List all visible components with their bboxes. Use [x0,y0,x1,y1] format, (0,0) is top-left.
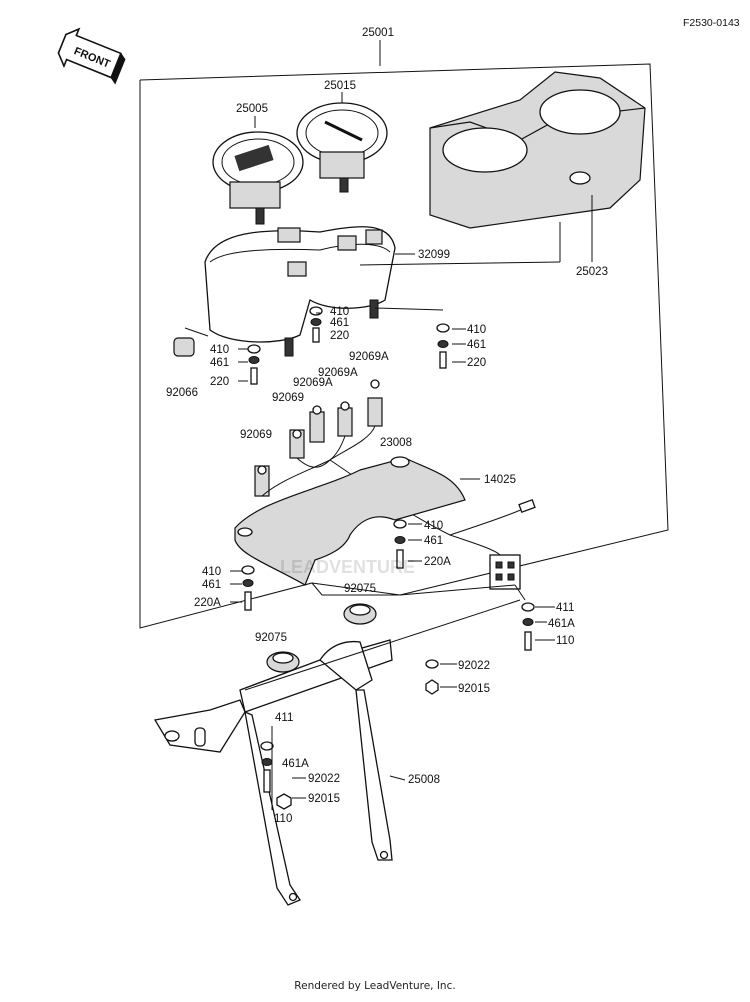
label-92015-right: 92015 [458,683,490,695]
label-92069-lower: 92069 [240,429,272,441]
label-92022-right: 92022 [458,660,490,672]
label-92075-top: 92075 [344,583,376,595]
label-92069A-mid: 92069A [318,367,358,379]
diagram-ref-code: F2530-0143 [683,17,740,29]
label-14025: 14025 [484,474,516,486]
footer-credit: Rendered by LeadVenture, Inc. [294,980,456,992]
label-25005: 25005 [236,103,268,115]
tachometer-25015 [296,94,388,193]
fastener-stack-lower-left [241,565,255,611]
part-labels: 25001 25015 25005 32099 25023 410 461 22… [166,27,608,825]
label-410-upper: 410 [330,306,349,318]
fastener-stack-upper-left [309,306,323,343]
label-461-lower-right: 461 [424,535,443,547]
label-25015: 25015 [324,80,356,92]
label-92066: 92066 [166,387,198,399]
fastener-stack-bracket-right [425,602,535,695]
label-23008: 23008 [380,437,412,449]
fastener-stack-right [374,307,450,369]
label-92069A-low: 92069A [293,377,333,389]
label-461A-left: 461A [282,758,309,770]
label-461-upper: 461 [330,317,349,329]
label-461A-right: 461A [548,618,575,630]
label-410-lower-right: 410 [424,520,443,532]
label-92069A-top: 92069A [349,351,389,363]
grommets-92075 [266,603,377,673]
label-110-left: 110 [274,813,292,825]
fastener-stack-left [247,344,261,385]
label-410-right: 410 [467,324,486,336]
label-92069-upper: 92069 [272,392,304,404]
label-220A-lower-right: 220A [424,556,451,568]
label-220-left: 220 [210,376,229,388]
stay-bracket-25008 [153,582,526,906]
meter-housing-25023 [429,71,646,262]
label-110-right: 110 [556,635,574,647]
lower-cover-14025 [234,456,480,586]
label-411-right: 411 [556,602,574,614]
label-32099: 32099 [418,249,450,261]
bulb-sockets [254,379,383,497]
label-410-lower-left: 410 [202,566,221,578]
label-411-left: 411 [275,712,293,724]
leader-lines [230,92,555,799]
label-461-lower-left: 461 [202,579,221,591]
assembly-frame [139,40,669,629]
label-25023: 25023 [576,266,608,278]
label-461-right: 461 [467,339,486,351]
label-92075-left: 92075 [255,632,287,644]
fastener-stack-lower-right [393,519,407,569]
meter-case-32099 [204,222,561,357]
label-25008: 25008 [408,774,440,786]
grommet-92066 [173,327,209,357]
label-461-left: 461 [210,357,229,369]
label-220-upper: 220 [330,330,349,342]
label-92015-left: 92015 [308,793,340,805]
label-25001: 25001 [362,27,394,39]
label-92022-left: 92022 [308,773,340,785]
label-410-left: 410 [210,344,229,356]
watermark: LEADVENTURE [280,557,415,577]
label-220-right: 220 [467,357,486,369]
front-arrow-icon: FRONT [57,27,126,85]
label-220A-lower-left: 220A [194,597,221,609]
speedometer-25005 [212,116,304,225]
